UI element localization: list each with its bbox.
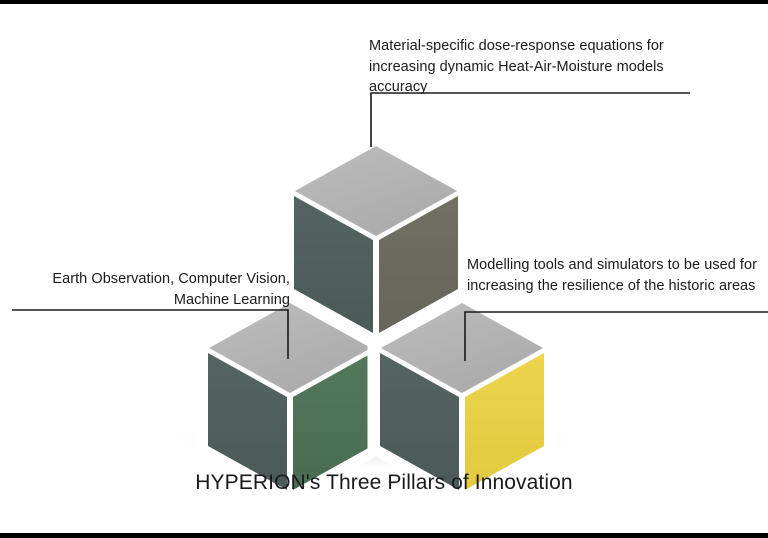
cube-top-left-face <box>294 196 373 333</box>
cube-top <box>281 133 471 347</box>
cube-top-top-face <box>295 146 457 236</box>
annotation-right: Modelling tools and simulators to be use… <box>467 257 757 294</box>
letterbox-top-bar <box>0 0 768 4</box>
cube-right-left-face <box>380 353 459 490</box>
leader-line-top <box>370 92 690 147</box>
annotation-left: Earth Observation, Computer Vision, Mach… <box>52 271 290 308</box>
figure-caption: HYPERION's Three Pillars of Innovation <box>195 471 573 494</box>
cube-top-right-face <box>379 196 458 333</box>
cube-right-top-face <box>381 303 543 393</box>
cube-right-right-face <box>465 353 544 490</box>
cube-left <box>195 290 385 504</box>
leader-line-right <box>464 311 768 361</box>
cube-left-top-face <box>209 303 371 393</box>
cube-right <box>367 290 557 504</box>
letterbox-bottom-bar <box>0 533 768 538</box>
leader-line-left <box>12 309 289 359</box>
cube-left-right-face <box>293 353 372 490</box>
cube-left-left-face <box>208 353 287 490</box>
annotation-top: Material-specific dose-response equation… <box>369 38 664 96</box>
